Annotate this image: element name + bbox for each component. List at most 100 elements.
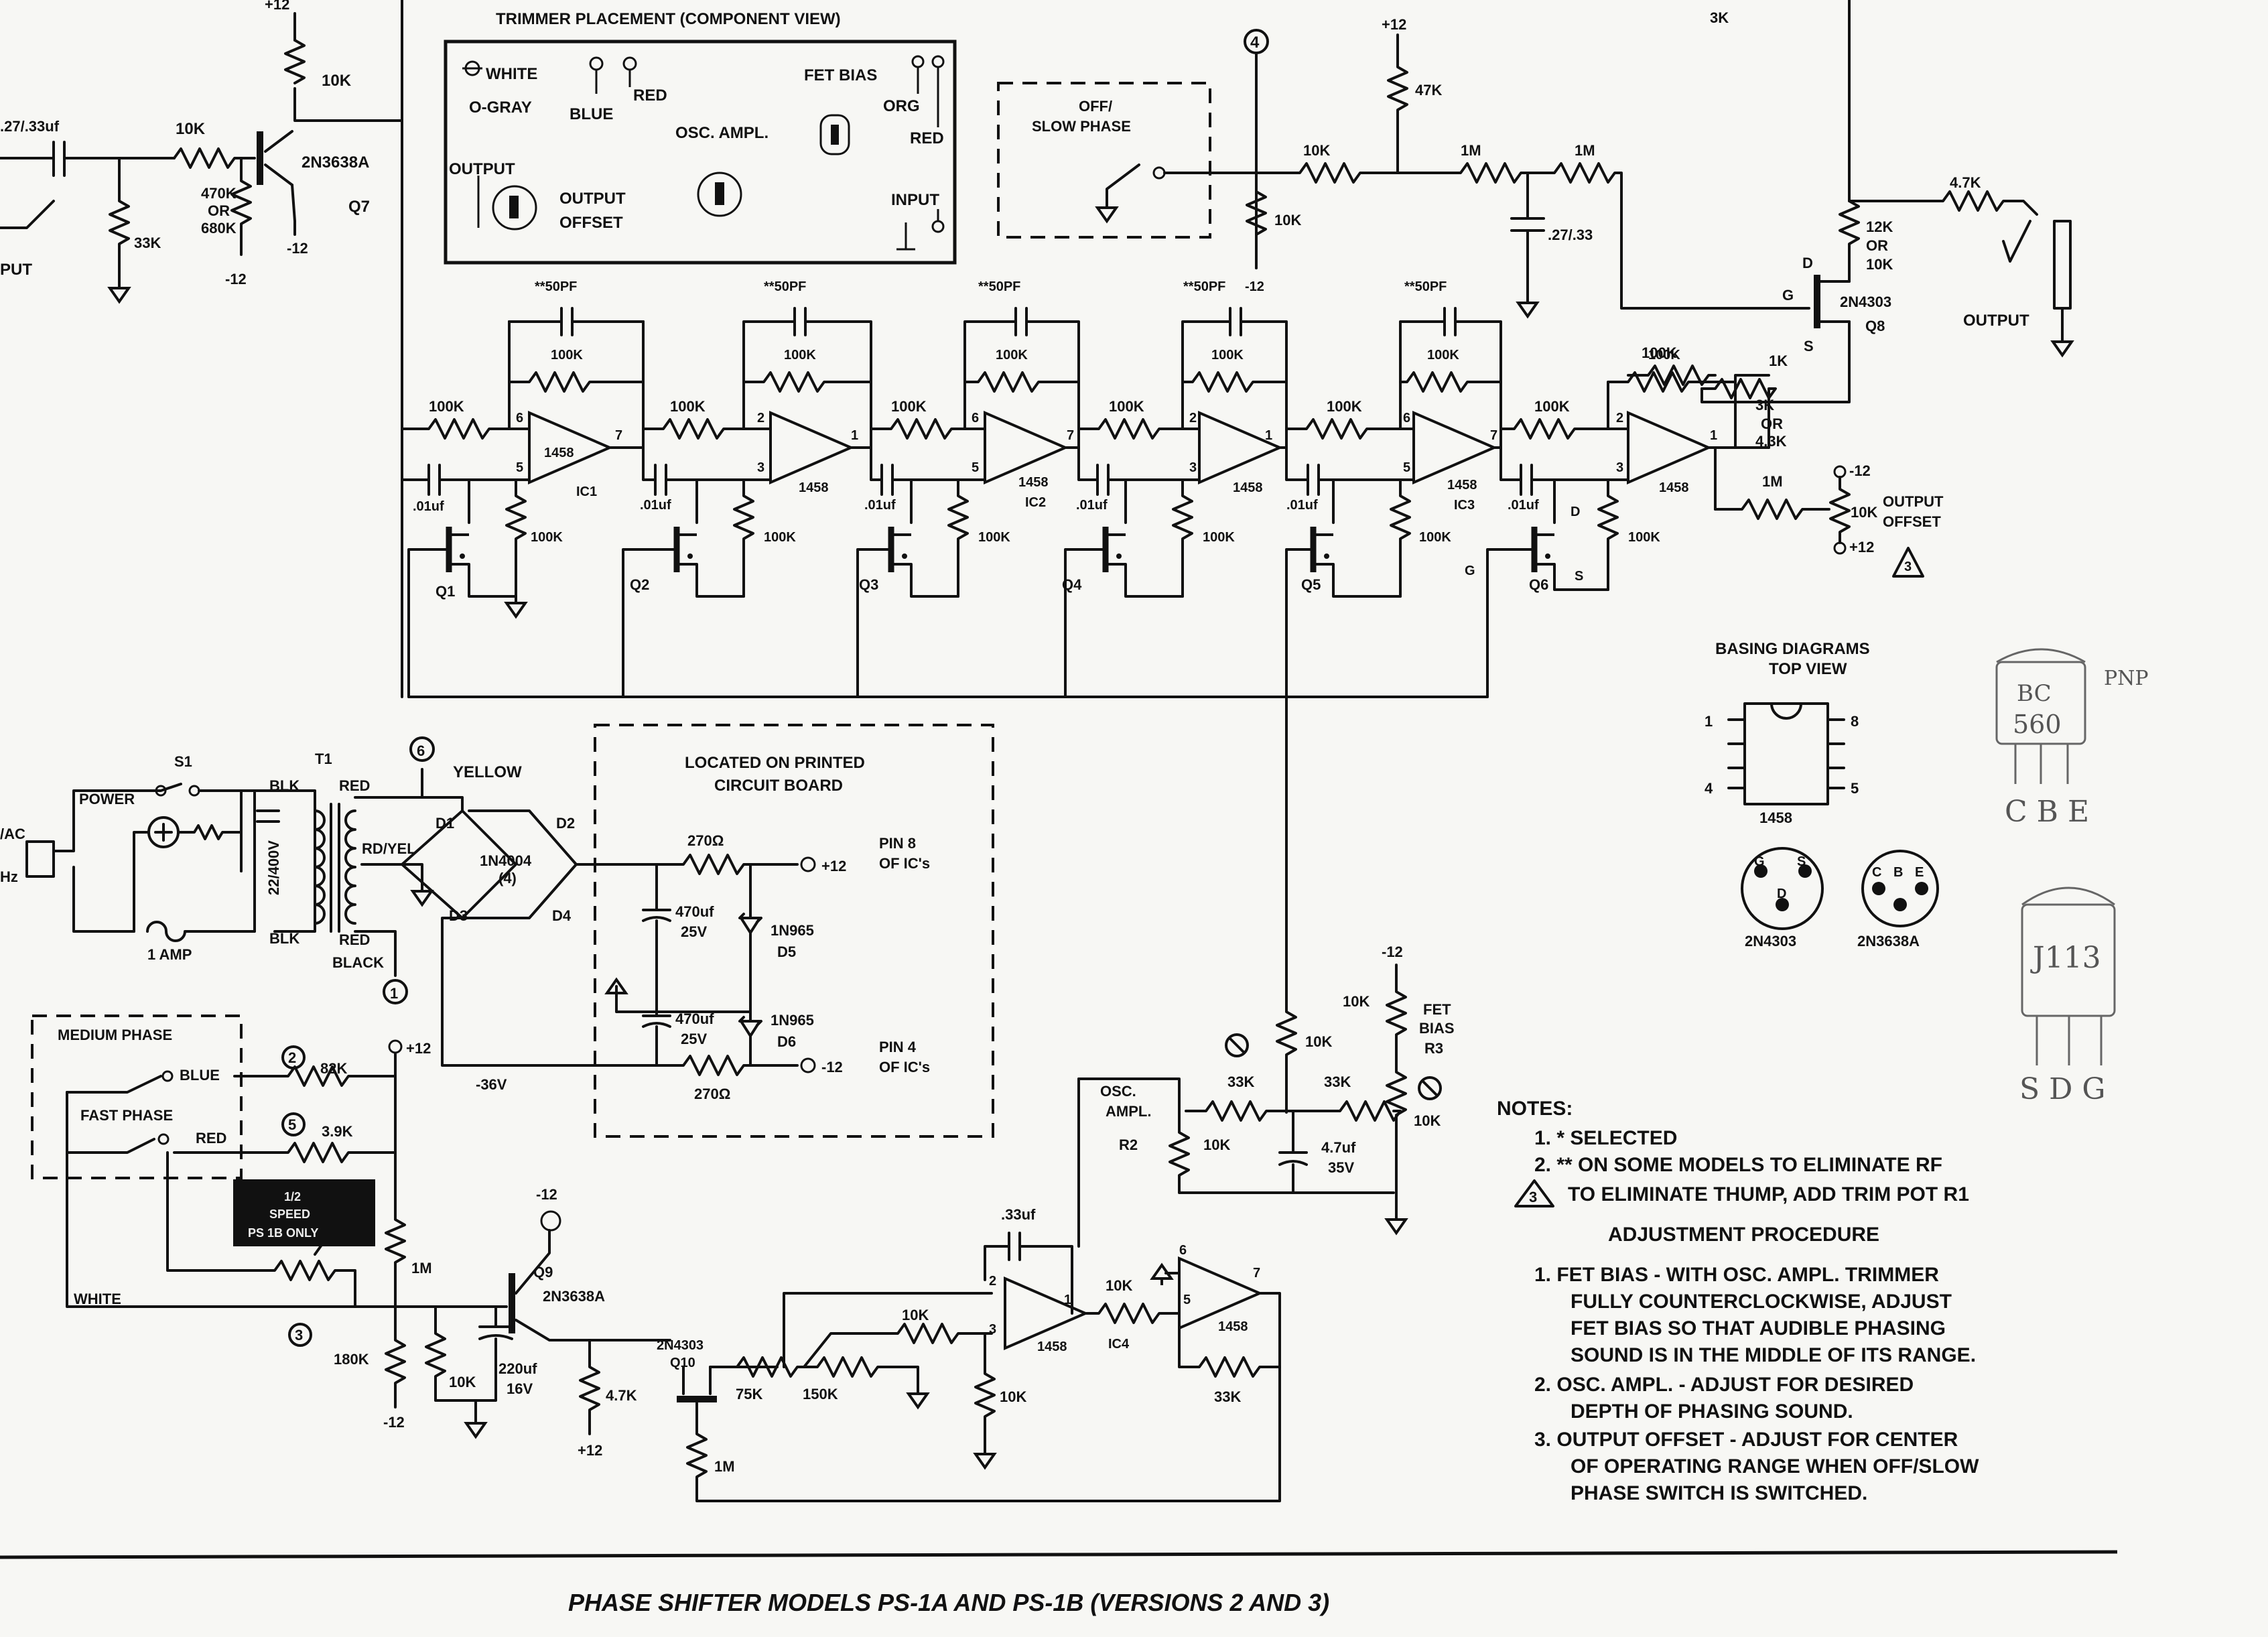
slow-phase-switch: OFF/ SLOW PHASE — [997, 82, 1248, 239]
adj-3-3: PHASE SWITCH IS SWITCHED. — [1571, 1482, 1867, 1504]
lfo-pin5: 5 — [1183, 1293, 1191, 1307]
q8-g: G — [1782, 287, 1794, 304]
s1-pin7: 7 — [615, 428, 622, 443]
trim-m12: -12 — [1382, 943, 1403, 960]
s4-pin1: 1 — [1265, 428, 1272, 443]
pcb-d5: D5 — [777, 943, 796, 960]
ps-red: RED — [339, 777, 370, 794]
out-r-47k-out: 4.7K — [1950, 174, 1981, 191]
handwritten-annotations: BC 560 PNP C B E J113 S D G — [1995, 648, 2149, 1106]
lfo-r39k: 3.9K — [322, 1123, 353, 1140]
s6-r-100k: 100K — [1628, 530, 1660, 545]
pcb-regulator-box: LOCATED ON PRINTED CIRCUIT BOARD 270Ω +1… — [594, 724, 994, 1138]
pcb-pin8-1: PIN 8 — [879, 835, 916, 852]
s6-op: 1458 — [1659, 480, 1689, 495]
power-supply: /AC Hz POWER S1 1 AMP 22/400V BLK BLK T1… — [0, 736, 645, 1093]
pnp-e: E — [1915, 865, 1924, 880]
lfo-op1: 1458 — [1037, 1339, 1067, 1354]
s6-r-in: 100K — [1534, 398, 1570, 415]
hand-pnp: PNP — [2104, 667, 2149, 690]
lfo-pin6: 6 — [1179, 1243, 1187, 1258]
adj-title: ADJUSTMENT PROCEDURE — [1608, 1224, 1879, 1246]
s6-pin2: 2 — [1616, 411, 1623, 425]
ps-rdyel: RD/YEL — [362, 840, 416, 857]
r-33k: 33K — [134, 235, 161, 251]
basing-pin4: 4 — [1705, 780, 1713, 797]
lfo-r150k: 150K — [803, 1386, 838, 1402]
q7-label: Q7 — [348, 198, 370, 216]
basing-ic: 1458 — [1759, 809, 1792, 826]
ps-red-black-2: BLACK — [332, 954, 384, 971]
pcb-pin4-2: OF IC's — [879, 1059, 930, 1075]
lfo-m12-q9: -12 — [536, 1186, 557, 1203]
lfo-cap220: 220uf — [498, 1360, 537, 1377]
ps-red-black-1: RED — [339, 931, 370, 948]
lfo-blue: BLUE — [180, 1067, 220, 1084]
s5-r-in: 100K — [1327, 398, 1362, 415]
s3-ic: IC2 — [1025, 495, 1046, 510]
lfo-fast: FAST PHASE — [80, 1107, 173, 1124]
node-4: 4 — [1250, 34, 1260, 52]
out-r-or: OR — [1866, 237, 1888, 254]
lfo-pin1: 1 — [1064, 1293, 1071, 1307]
s4-r-fb: 100K — [1211, 348, 1244, 363]
trim-fet: FET — [1423, 1001, 1451, 1018]
notes-n2: 2. ** ON SOME MODELS TO ELIMINATE RF — [1534, 1154, 1942, 1176]
pcb-pin8-2: OF IC's — [879, 855, 930, 872]
lfo-r82k: 82K — [320, 1060, 347, 1077]
hand-sdg: S D G — [2019, 1072, 2106, 1106]
out-r-12k: 12K — [1866, 218, 1893, 235]
s2-op: 1458 — [799, 480, 829, 495]
s4-r-100k: 100K — [1203, 530, 1235, 545]
ps-d1: D1 — [436, 815, 454, 832]
s3-r-fb: 100K — [996, 348, 1028, 363]
hand-560: 560 — [2013, 710, 2062, 739]
input-label: PUT — [0, 261, 32, 279]
s2-pin2: 2 — [757, 411, 764, 425]
fet-d: D — [1777, 887, 1786, 901]
top-right-3k: 3K — [1710, 9, 1729, 26]
s4-op: 1458 — [1233, 480, 1263, 495]
hand-j113: J113 — [2030, 941, 2101, 975]
s6-q: Q6 — [1529, 576, 1548, 593]
lfo-medium: MEDIUM PHASE — [58, 1027, 172, 1043]
notes: NOTES: 1. * SELECTED 2. ** ON SOME MODEL… — [1497, 1098, 1979, 1504]
trim-white: WHITE — [486, 65, 537, 83]
s5-pin6: 6 — [1403, 411, 1410, 425]
lfo-node5: 5 — [288, 1116, 296, 1133]
trim-org: ORG — [883, 97, 920, 115]
s6-pin1: 1 — [1710, 428, 1717, 443]
ps-t1: T1 — [315, 750, 332, 767]
ps-amp: 1 AMP — [147, 946, 192, 963]
adj-1-3: FET BIAS SO THAT AUDIBLE PHASING — [1571, 1317, 1946, 1339]
slow-phase-line2: SLOW PHASE — [1032, 118, 1131, 135]
s4-pin3: 3 — [1189, 460, 1197, 475]
s5-op: 1458 — [1447, 478, 1477, 493]
lfo-pin3: 3 — [989, 1322, 996, 1337]
s3-r-in: 100K — [891, 398, 927, 415]
out-r-10k: 10K — [1303, 142, 1330, 159]
basing-pin1: 1 — [1705, 713, 1713, 730]
s5-pin7: 7 — [1490, 428, 1497, 443]
r-470k: 470K — [201, 185, 237, 202]
lfo-r10k-b: 10K — [1000, 1388, 1026, 1405]
pcb-zener-b: 1N965 — [771, 1012, 814, 1029]
lfo-ic4: IC4 — [1108, 1337, 1130, 1352]
s5-50pf: **50PF — [1404, 279, 1447, 294]
s1-ic: IC1 — [576, 484, 597, 499]
basing-title2: TOP VIEW — [1769, 660, 1847, 678]
ps-diode-n: (4) — [498, 870, 517, 887]
pcb-pin4-1: PIN 4 — [879, 1039, 917, 1055]
s6-d: D — [1571, 505, 1580, 519]
adj-2-2: DEPTH OF PHASING SOUND. — [1571, 1400, 1853, 1423]
lfo-red: RED — [196, 1130, 226, 1147]
pcb-minus12: -12 — [821, 1059, 843, 1075]
trim-cap47: 4.7uf — [1321, 1139, 1356, 1156]
ps-blk2: BLK — [269, 930, 299, 947]
lfo-q9: Q9 — [533, 1264, 553, 1281]
trim-r3: R3 — [1424, 1040, 1443, 1057]
s1-op: 1458 — [544, 446, 574, 460]
adj-1-1: 1. FET BIAS - WITH OSC. AMPL. TRIMMER — [1534, 1264, 1939, 1286]
s3-pin6: 6 — [972, 411, 979, 425]
